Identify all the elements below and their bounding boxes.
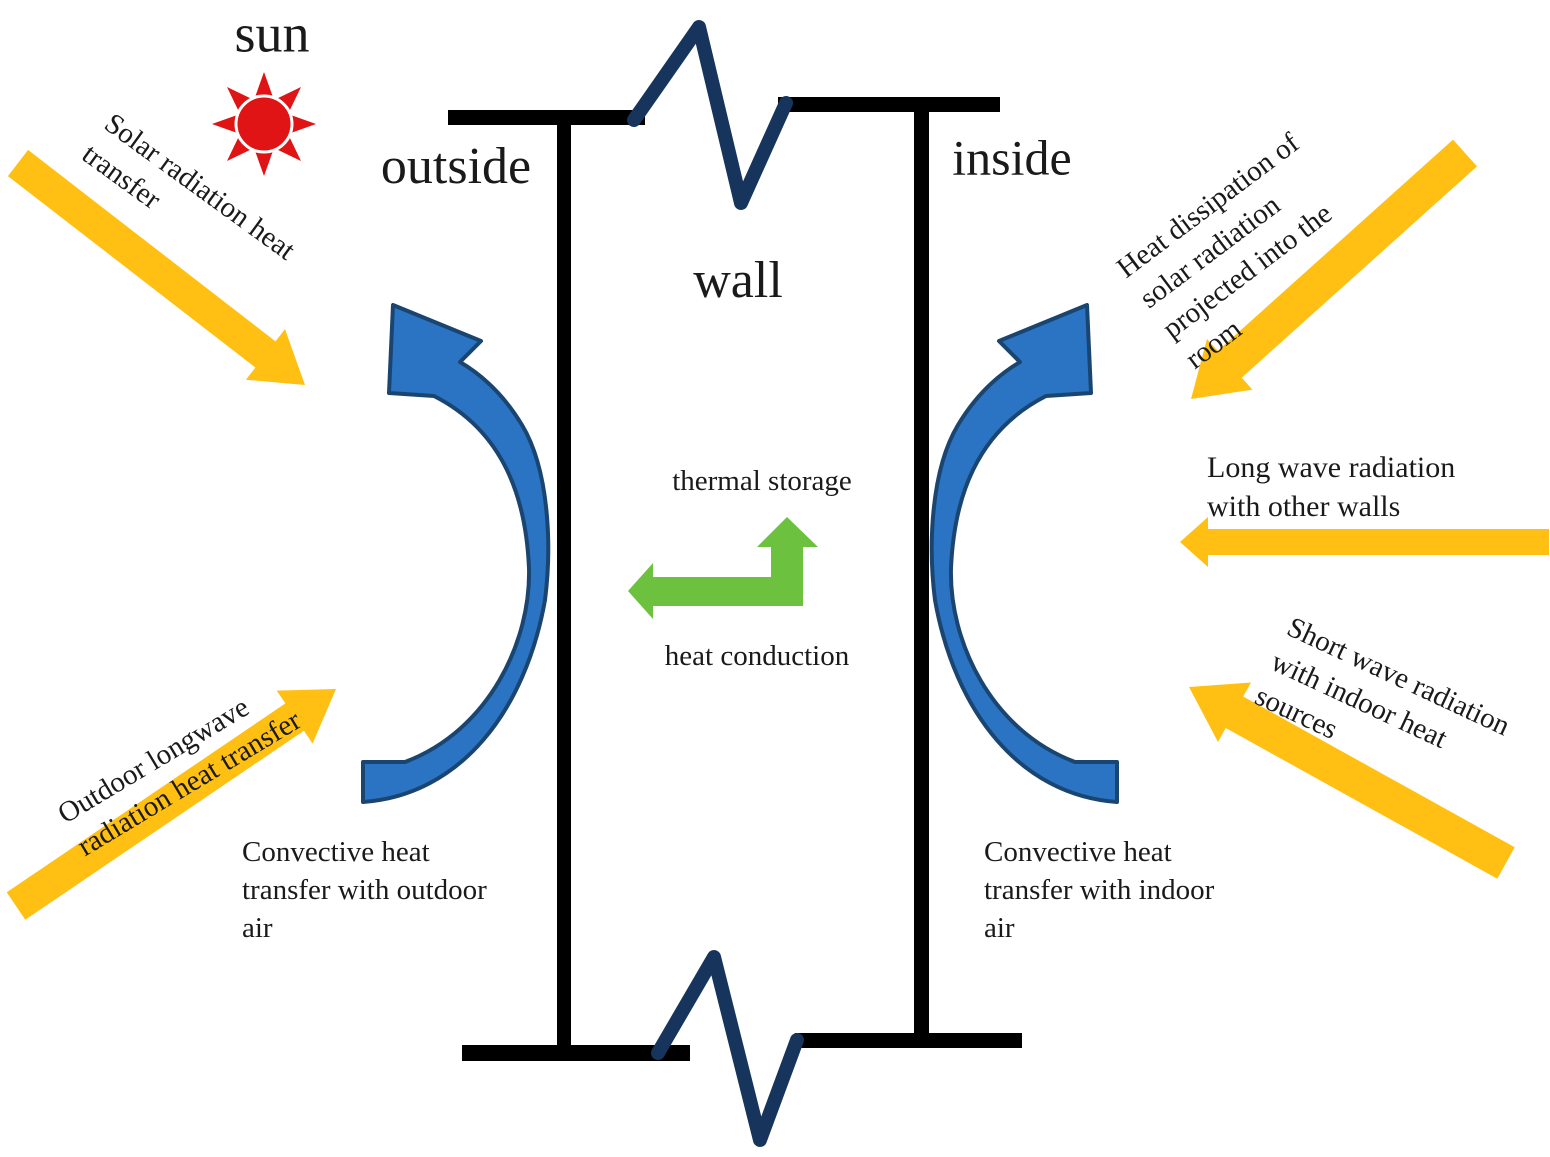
convective-indoor-label: Convective heat transfer with indoor air <box>984 834 1214 948</box>
wall-cap-top-right <box>778 97 1000 112</box>
long-wave-label: Long wave radiation with other walls <box>1207 448 1455 527</box>
label-line: Convective heat <box>984 836 1172 868</box>
wall-cap-bottom-left <box>462 1045 690 1061</box>
heat-conduction-storage-arrow <box>628 517 818 619</box>
wall-label: wall <box>693 251 783 309</box>
label-line: air <box>984 911 1015 944</box>
wall-break-bottom-icon <box>651 950 804 1147</box>
wall-cap-top-left <box>448 110 645 125</box>
label-line: Long wave radiation <box>1207 451 1456 484</box>
inside-label: inside <box>952 129 1072 186</box>
label-line: transfer with outdoor <box>242 873 487 906</box>
wall-inside-surface <box>914 105 929 1040</box>
wall-outside-surface <box>557 117 571 1053</box>
label-line: transfer with indoor <box>984 873 1215 906</box>
solar-radiation-arrow <box>7 149 306 385</box>
convective-indoor-arrow <box>929 303 1119 804</box>
convective-outdoor-arrow <box>361 303 551 804</box>
heat-dissipation-arrow <box>1191 139 1477 399</box>
label-line: with other walls <box>1207 490 1401 524</box>
convective-outdoor-label: Convective heat transfer with outdoor ai… <box>242 834 487 948</box>
shortwave-indoor-arrow <box>1189 682 1515 879</box>
outside-label: outside <box>380 137 532 195</box>
wall-cap-bottom-right <box>795 1033 1022 1048</box>
label-line: Convective heat <box>242 836 430 868</box>
sun-label: sun <box>234 3 310 64</box>
wall-break-top-icon <box>627 20 793 210</box>
sun-disc <box>234 94 294 154</box>
radiation-arrows <box>6 139 1549 920</box>
longwave-other-walls-arrow <box>1180 517 1549 567</box>
heat-conduction-label: heat conduction <box>664 640 850 673</box>
thermal-storage-label: thermal storage <box>672 465 852 498</box>
outdoor-longwave-arrow <box>6 689 336 920</box>
sun-icon <box>212 72 316 176</box>
label-line: air <box>242 911 273 944</box>
